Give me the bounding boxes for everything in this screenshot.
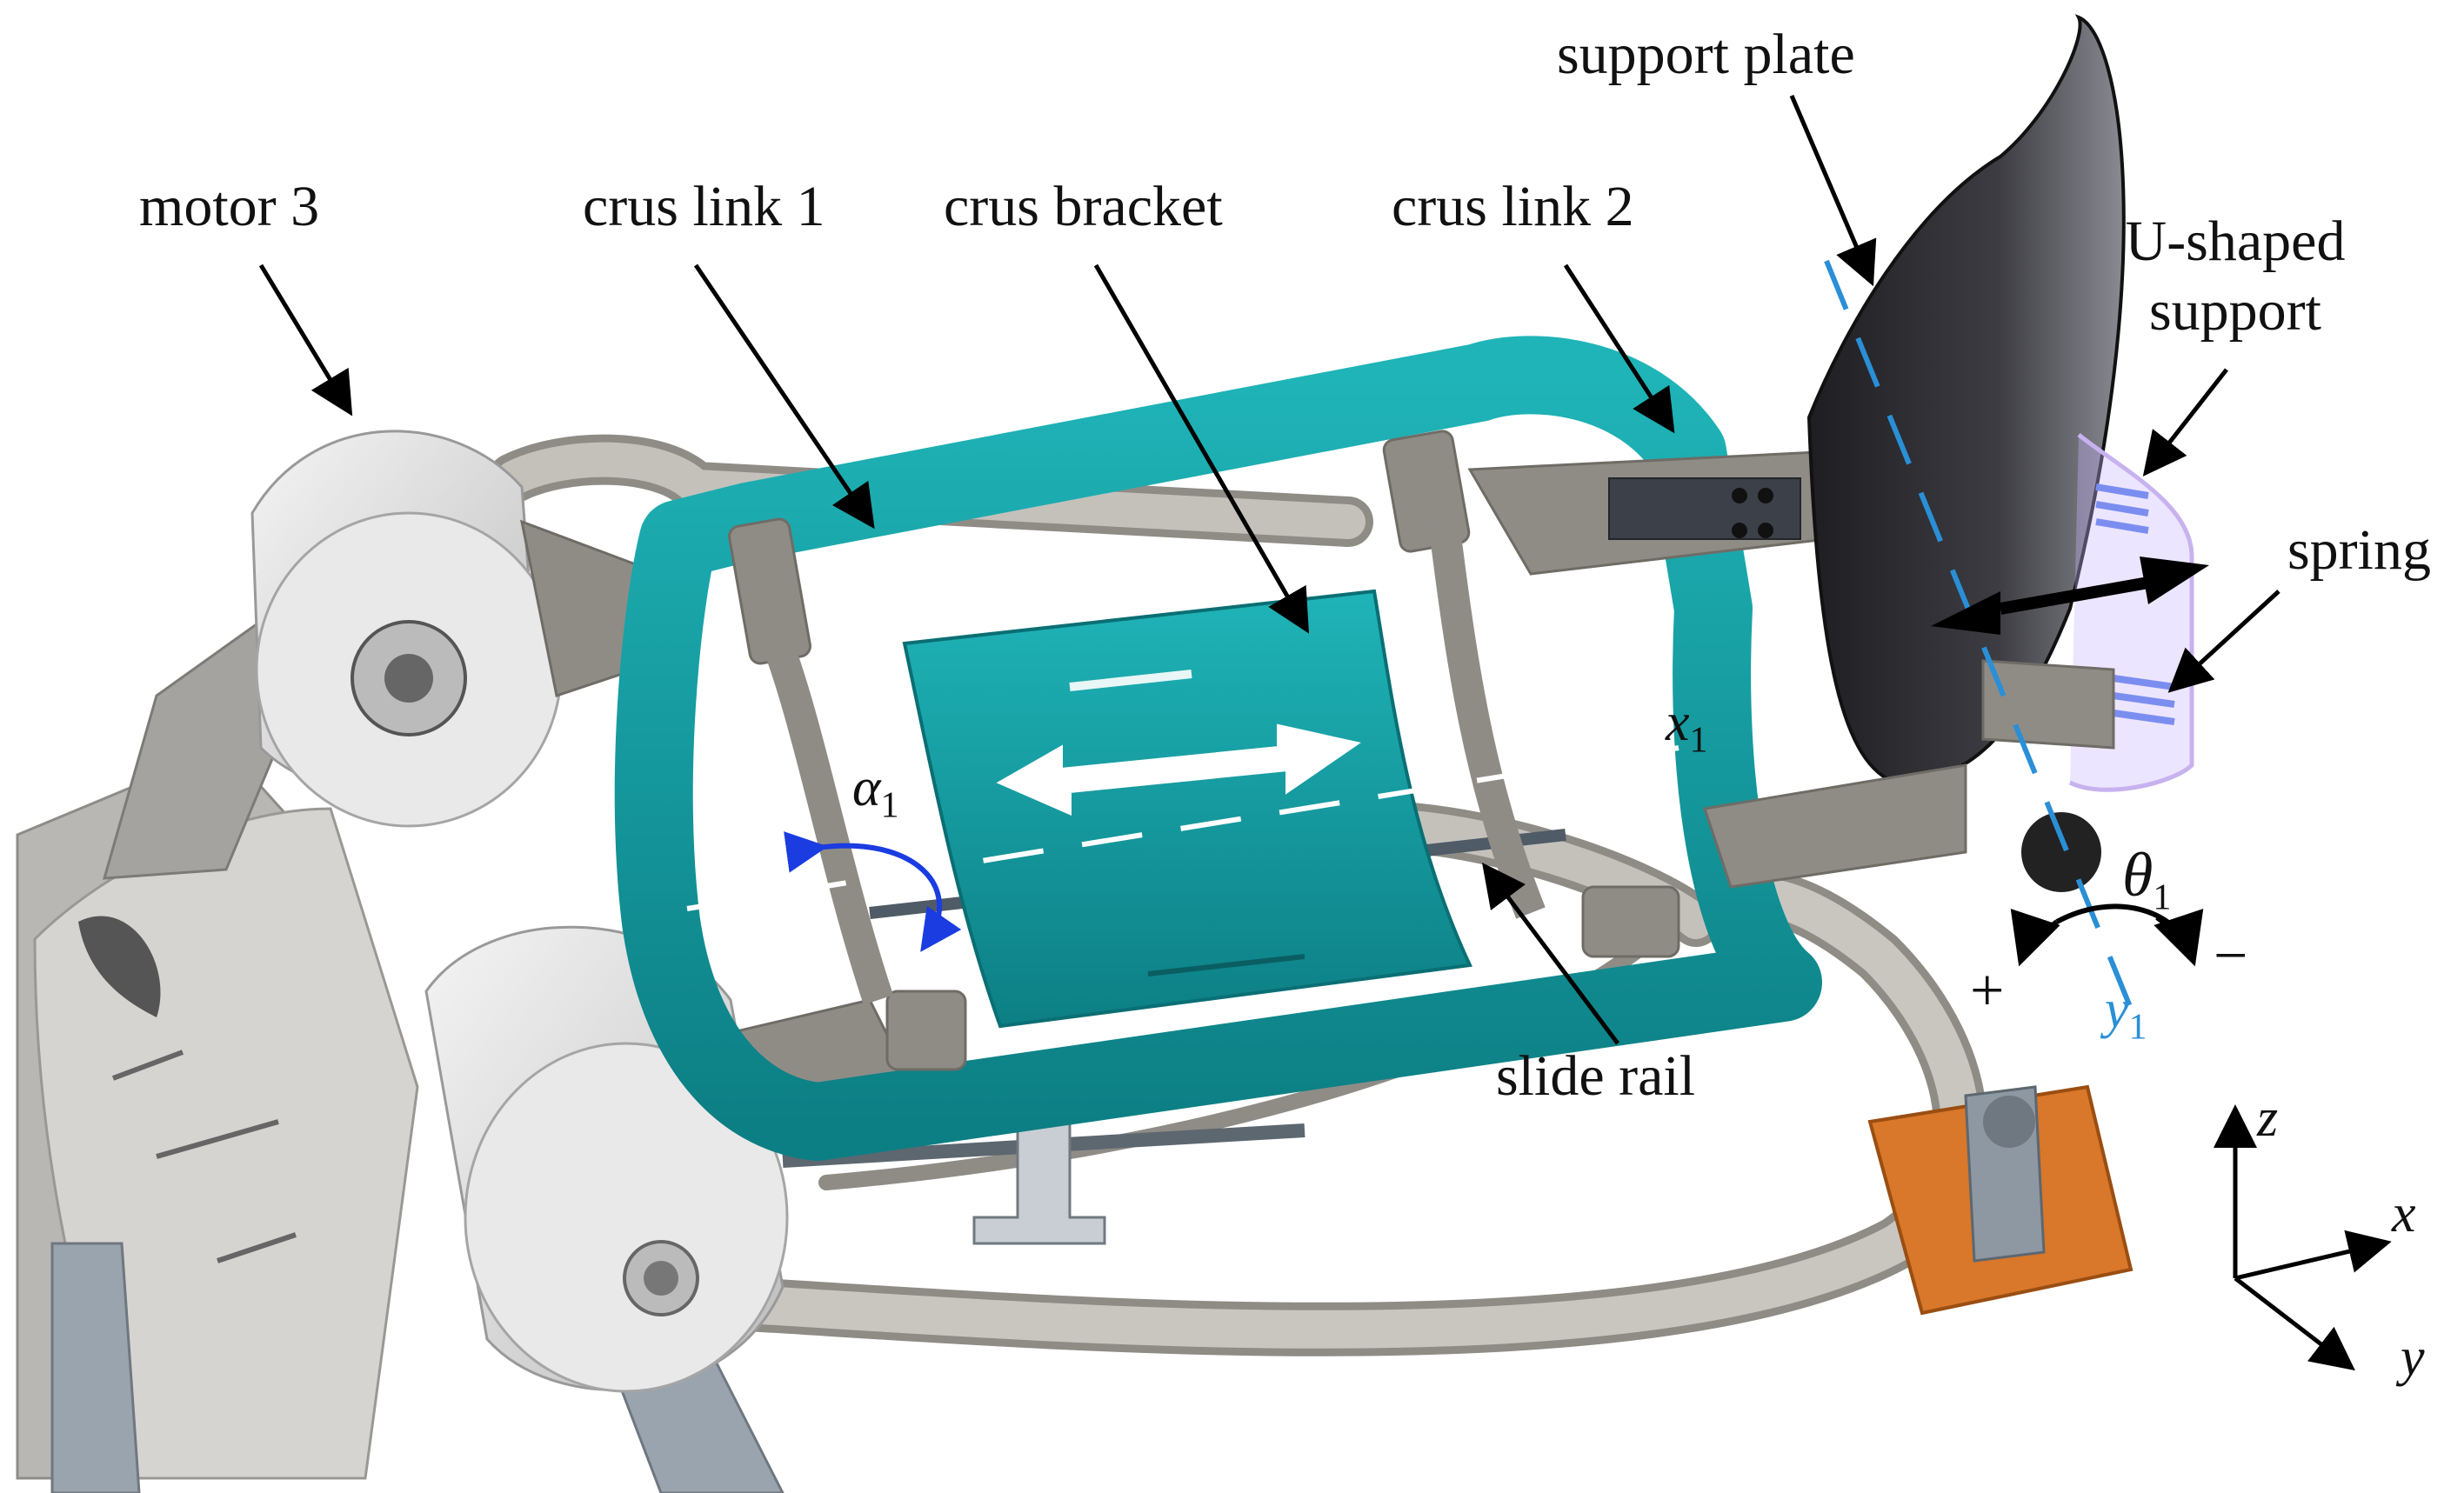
minus-sign: − — [2214, 923, 2248, 990]
crus-link-1-label: crus link 1 — [583, 175, 825, 238]
crus-frame-teal — [614, 336, 1822, 1161]
alpha-1-symbol: α1 — [852, 758, 899, 826]
alpha-rotation-arrow — [784, 831, 962, 952]
axis-x-label: x — [2392, 1184, 2416, 1243]
slide-rail-label: slide rail — [1496, 1044, 1696, 1108]
axis-y-label: y — [2401, 1328, 2425, 1387]
crus-bracket-motion-arrow — [996, 723, 1361, 816]
plus-sign: + — [1970, 957, 2005, 1024]
x1-symbol: x1 — [1666, 693, 1708, 761]
crus-link-2-label: crus link 2 — [1392, 175, 1634, 238]
theta-minus-arrow — [2153, 908, 2204, 967]
theta-plus-arrow — [2010, 908, 2060, 967]
coordinate-axes — [2214, 1104, 2392, 1371]
spring-motion-arrow — [1931, 557, 2209, 635]
y1-axis-line — [1824, 259, 2133, 1010]
u-shaped-label-line1: U-shaped — [2125, 210, 2346, 273]
axis-z-label: z — [2257, 1089, 2279, 1148]
support-plate-label: support plate — [1557, 23, 1855, 86]
motor-3-label: motor 3 — [139, 175, 320, 238]
u-shaped-label-line2: support — [2149, 279, 2321, 343]
crus-bracket-label: crus bracket — [944, 175, 1223, 238]
base-block — [1867, 1084, 2133, 1316]
y1-symbol: y1 — [2105, 980, 2147, 1048]
motor-3-upper — [250, 430, 663, 828]
spring-label: spring — [2287, 518, 2431, 582]
support-assembly — [1467, 14, 2194, 1010]
theta-1-symbol: θ1 — [2122, 840, 2172, 918]
leader-arrows — [258, 95, 2280, 1045]
x1-axis-line — [686, 745, 1679, 911]
